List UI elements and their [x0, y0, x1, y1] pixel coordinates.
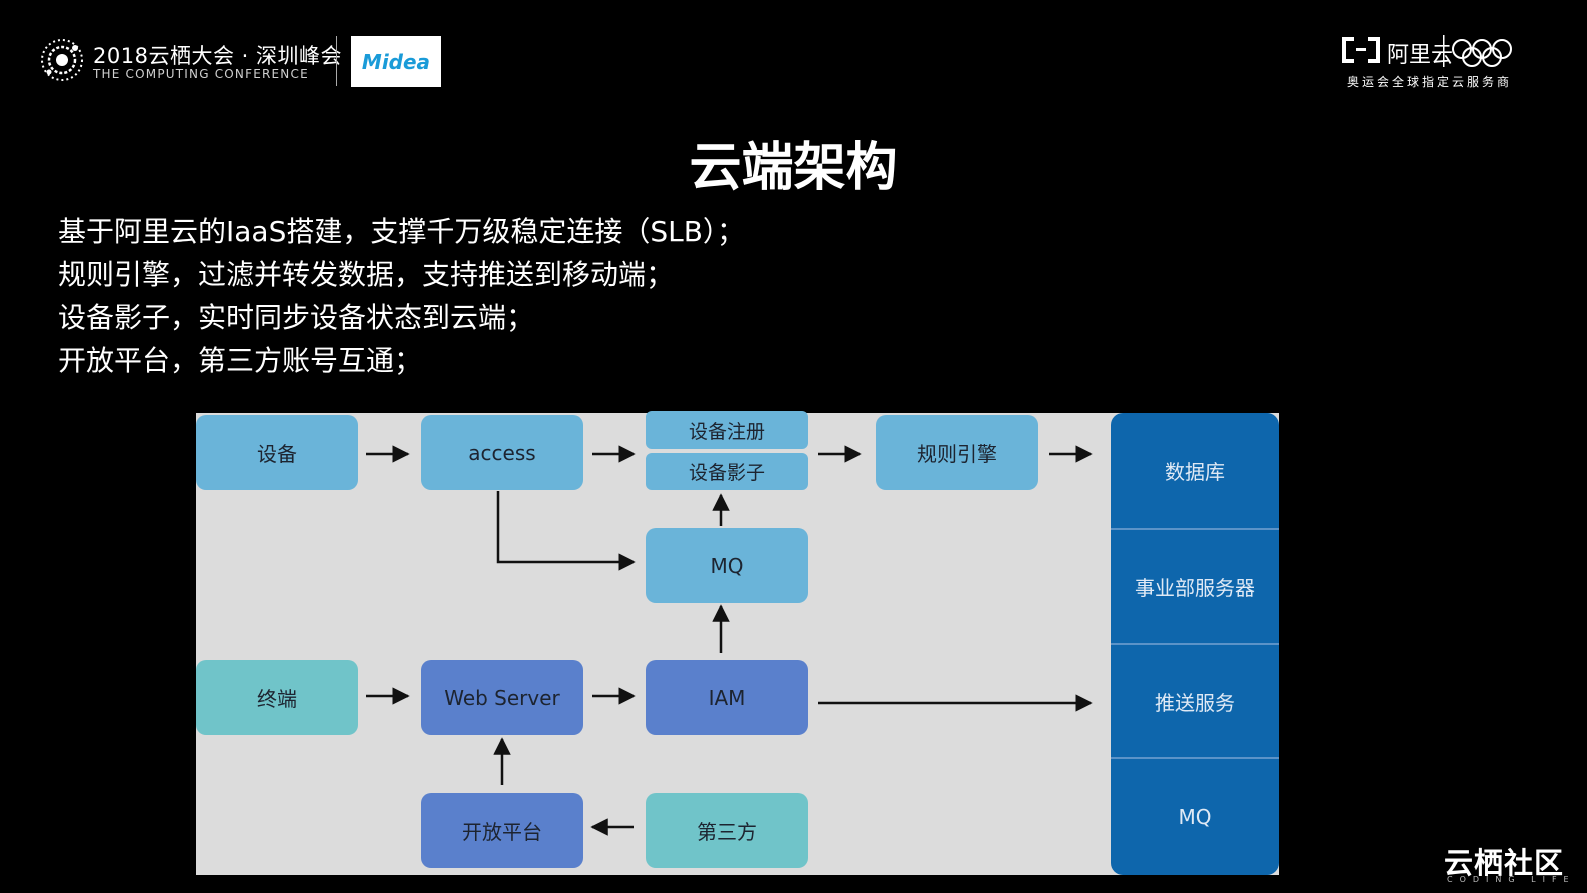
bullet-list: 基于阿里云的IaaS搭建，支撑千万级稳定连接（SLB）； 规则引擎，过滤并转发数…: [58, 210, 745, 382]
storage-separator: [1111, 528, 1279, 530]
node-device: 设备: [196, 415, 358, 490]
storage-mq: MQ: [1178, 805, 1212, 829]
bullet-item: 规则引擎，过滤并转发数据，支持推送到移动端；: [58, 258, 675, 291]
conference-title: 2018云栖大会 · 深圳峰会: [93, 44, 342, 68]
storage-column: 数据库 事业部服务器 推送服务 MQ: [1111, 413, 1279, 875]
midea-logo: Midea: [351, 36, 441, 87]
conference-logo-icon: [41, 39, 83, 81]
diagram-arrows: [366, 445, 1093, 836]
aliyun-brand-text: 阿里云: [1387, 43, 1454, 68]
header-divider: [336, 36, 337, 86]
node-access: access: [421, 415, 583, 490]
slide-title: 云端架构: [689, 138, 898, 198]
node-mq: MQ: [646, 528, 808, 603]
node-rule-engine: 规则引擎: [876, 415, 1038, 490]
storage-database: 数据库: [1165, 460, 1225, 484]
node-device-shadow: 设备影子: [646, 453, 808, 490]
architecture-diagram: 设备 access 设备注册 设备影子 规则引擎 MQ 终端 Web Serve…: [196, 411, 1279, 875]
arrow-access-to-mq: [496, 491, 636, 571]
node-open-platform: 开放平台: [421, 793, 583, 868]
bullet-item: 设备影子，实时同步设备状态到云端；: [58, 301, 535, 334]
midea-logo-text: Midea: [361, 49, 431, 74]
aliyun-olympic-logo-icon: [1342, 35, 1512, 67]
storage-division-servers: 事业部服务器: [1135, 576, 1255, 600]
conference-subtitle: THE COMPUTING CONFERENCE: [93, 67, 309, 81]
storage-push-service: 推送服务: [1155, 690, 1235, 715]
node-device-register: 设备注册: [646, 411, 808, 449]
yunqi-community-brand: 云栖社区: [1444, 846, 1565, 880]
storage-separator: [1111, 643, 1279, 645]
bullet-item: 基于阿里云的IaaS搭建，支撑千万级稳定连接（SLB）；: [58, 215, 745, 248]
node-third-party: 第三方: [646, 793, 808, 868]
aliyun-brand-subtitle: 奥运会全球指定云服务商: [1347, 75, 1513, 89]
node-web-server: Web Server: [421, 660, 583, 735]
storage-separator: [1111, 757, 1279, 759]
node-terminal: 终端: [196, 660, 358, 735]
node-iam: IAM: [646, 660, 808, 735]
bullet-item: 开放平台，第三方账号互通；: [58, 344, 423, 377]
yunqi-community-tagline: CODING LIFE: [1447, 875, 1576, 884]
